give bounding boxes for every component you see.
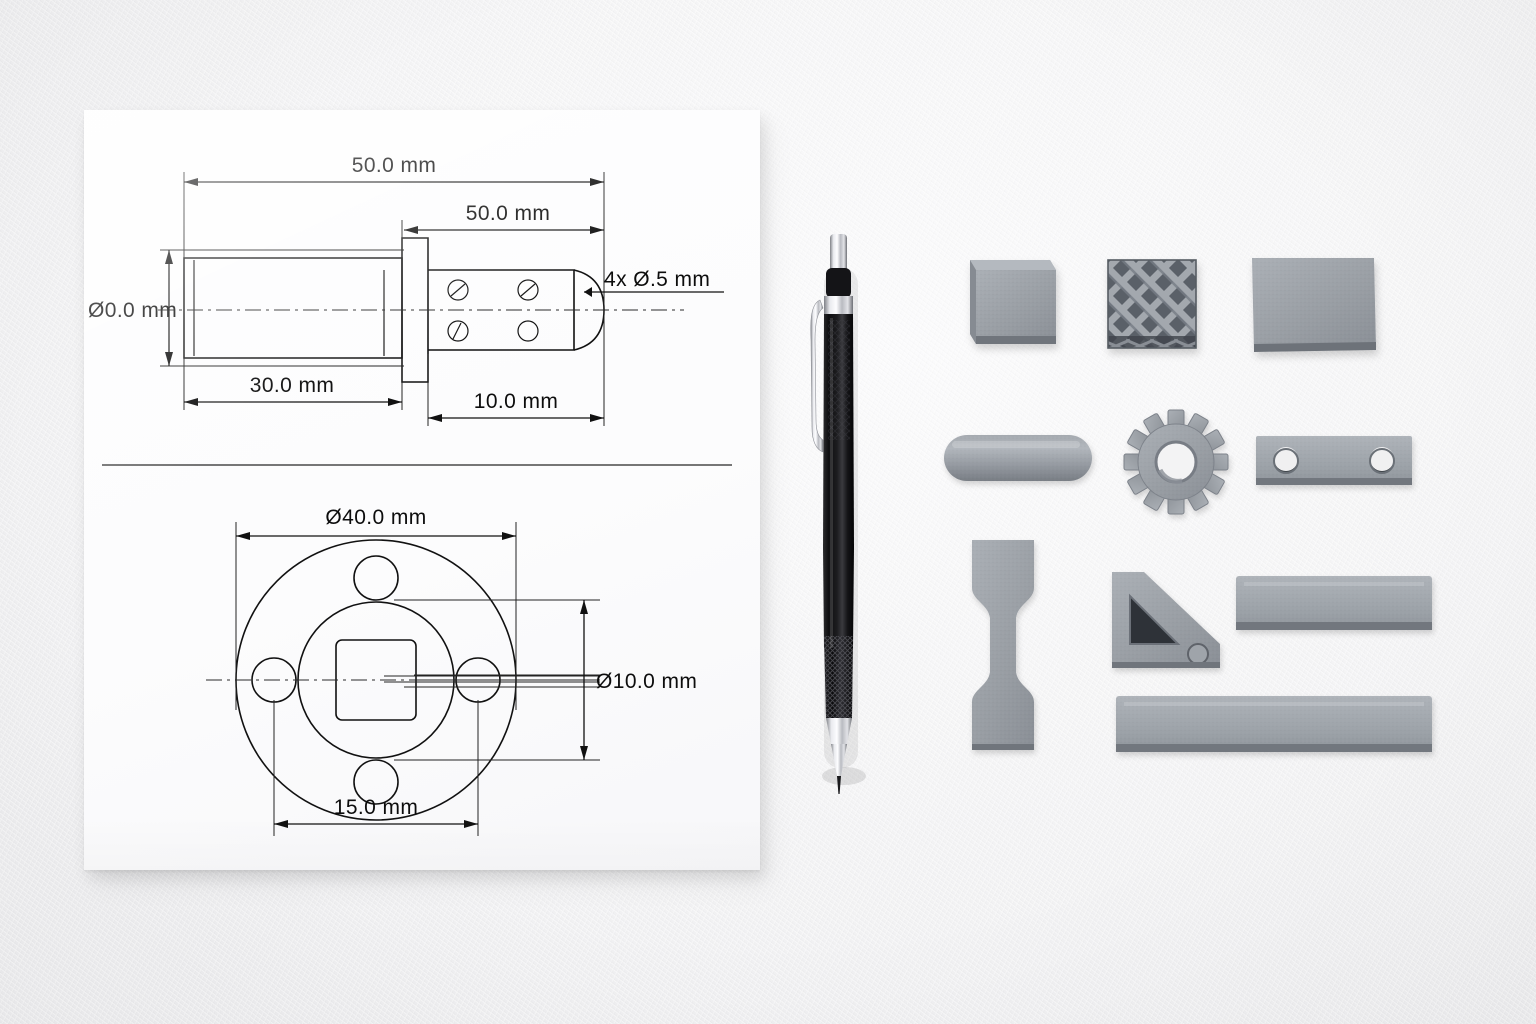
dimension-bore-diameter: Ø10.0 mm — [580, 600, 697, 760]
callout-hole-label: 4x Ø.5 mm — [604, 268, 710, 291]
dimension-head-length: 50.0 mm — [404, 202, 604, 234]
dimension-hole-spacing: 10.0 mm — [428, 390, 604, 422]
pen-shadow — [822, 767, 866, 785]
black-ballpoint-pen[interactable] — [800, 228, 880, 800]
drawing-vector-canvas: 50.0 mm 50.0 mm Ø0.0 mm — [88, 154, 732, 836]
pen-push-button — [830, 234, 847, 272]
dimension-hole-spacing-label: 10.0 mm — [474, 390, 559, 413]
side-view-group: 50.0 mm 50.0 mm Ø0.0 mm — [88, 154, 724, 426]
head-hole-group — [447, 279, 539, 342]
dimension-head-length-label: 50.0 mm — [466, 202, 551, 225]
dimension-bolt-circle-label: 15.0 mm — [334, 796, 419, 819]
pen-cone-collar — [826, 718, 852, 744]
part-flat-plate[interactable] — [1252, 258, 1376, 352]
dimension-bore-diameter-label: Ø10.0 mm — [596, 670, 697, 693]
pen-highlight — [830, 318, 833, 648]
part-long-bar[interactable] — [1116, 696, 1432, 752]
pen-ball-tip — [837, 776, 841, 794]
pen-barrel-texture — [828, 320, 850, 440]
dimension-shaft-diameter: Ø0.0 mm — [88, 250, 177, 366]
part-lattice-cube[interactable] — [1080, 240, 1220, 436]
front-view-group: Ø40.0 mm Ø10.0 mm 15.0 mm — [206, 506, 697, 836]
front-view-extension-lines — [235, 522, 600, 836]
dimension-overall-length: 50.0 mm — [184, 154, 604, 186]
part-l-bracket[interactable] — [1112, 572, 1220, 668]
pen-vector — [810, 234, 866, 794]
dimension-flange-diameter: Ø40.0 mm — [236, 506, 516, 540]
part-two-hole-bar[interactable] — [1256, 436, 1412, 485]
pen-lower-barrel — [823, 548, 854, 648]
part-solid-cube[interactable] — [970, 260, 1056, 344]
pen-clip — [810, 299, 824, 453]
dimension-flange-diameter-label: Ø40.0 mm — [325, 506, 426, 529]
pen-grip-knurl-pattern — [824, 636, 853, 718]
callout-hole-leader: 4x Ø.5 mm — [584, 268, 724, 297]
part-dogbone-specimen[interactable] — [972, 540, 1034, 750]
pen-cone-tip — [831, 744, 847, 776]
dimension-shaft-length: 30.0 mm — [184, 374, 402, 406]
pen-chrome-band — [824, 296, 853, 314]
part-spur-gear[interactable] — [1123, 409, 1229, 515]
part-short-bar[interactable] — [1236, 576, 1432, 630]
shaft-body-outline — [183, 257, 403, 359]
part-cylinder-rod[interactable] — [944, 435, 1092, 481]
printed-parts-tray — [944, 240, 1432, 752]
pen-button-collar — [826, 268, 851, 298]
dimension-bolt-circle: 15.0 mm — [274, 796, 478, 828]
side-view-extension-lines — [160, 172, 605, 426]
dimension-shaft-length-label: 30.0 mm — [250, 374, 335, 397]
dimension-overall-length-label: 50.0 mm — [352, 154, 437, 177]
dimension-shaft-diameter-label: Ø0.0 mm — [88, 299, 177, 322]
engineering-drawing-sheet[interactable]: 50.0 mm 50.0 mm Ø0.0 mm — [84, 110, 760, 870]
